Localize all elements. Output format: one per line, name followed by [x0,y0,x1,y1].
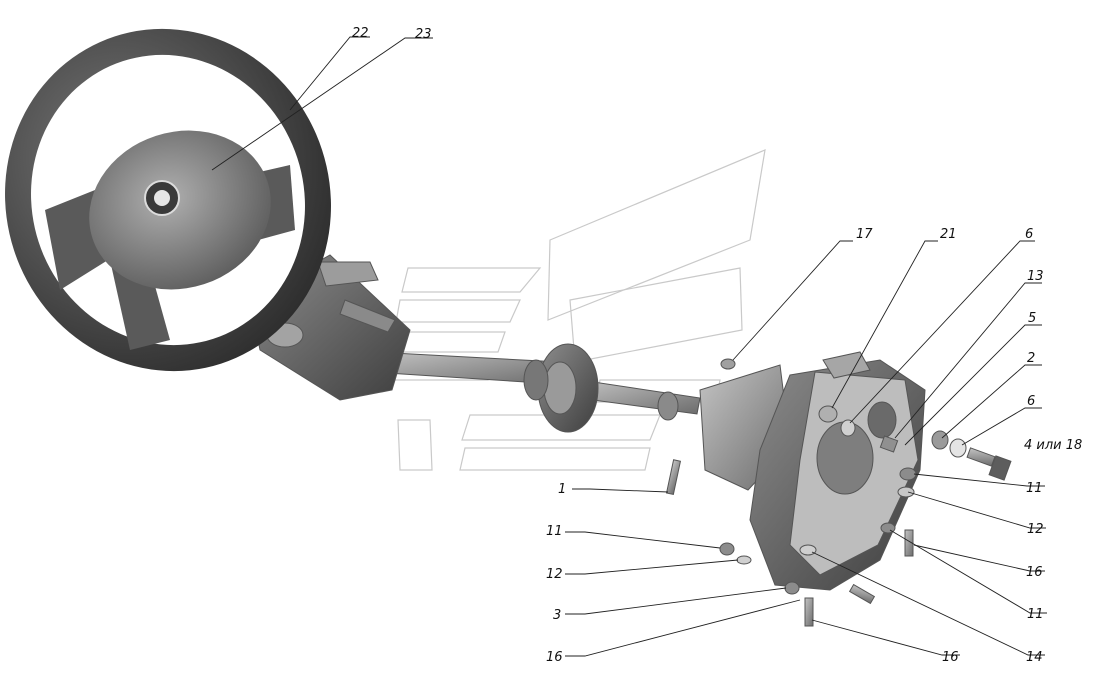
callout-6-top: 6 [1025,227,1033,242]
bolt-16-right [904,529,914,557]
washer-12-left [736,555,752,565]
bushing-21 [818,405,838,423]
callout-4-or-18: 4 или 18 [1024,438,1082,453]
nut-11-left [719,542,735,556]
callout-22: 22 [352,26,369,41]
bolt-4-18 [966,447,996,467]
bolt-16-bottom-left [804,597,814,627]
nut-17 [720,358,736,370]
callout-17: 17 [856,227,873,242]
callout-16-bottom-right: 16 [942,650,959,665]
callout-21: 21 [940,227,957,242]
nut-3 [784,581,800,595]
bolt-1 [665,459,682,496]
callout-6-right: 6 [1027,394,1035,409]
steering-gear-housing [699,351,926,591]
callout-5: 5 [1028,311,1036,326]
callout-11-right-top: 11 [1026,481,1043,496]
callout-2: 2 [1027,351,1035,366]
washer-6-outer [949,438,967,458]
callout-13: 13 [1027,269,1044,284]
fasteners [665,358,1012,627]
callout-16-left: 16 [546,650,563,665]
bolt-4-18-head [988,455,1012,481]
callout-11-left: 11 [546,524,563,539]
leader-lines [211,36,1047,657]
bushing-5 [879,435,899,453]
nut-11-top [899,467,917,481]
callout-3: 3 [553,608,561,623]
steering-shaft [371,343,701,433]
bushing-2 [931,430,949,450]
callout-14: 14 [1026,650,1043,665]
washer-14 [799,544,817,556]
washer-12-top [897,486,915,498]
washer-6-inner [840,419,856,437]
callout-12-right: 12 [1027,522,1044,537]
callout-23: 23 [415,27,432,42]
airbag-hub [89,130,271,290]
callout-12-left: 12 [546,567,563,582]
callout-1: 1 [558,482,566,497]
callout-11-right-bottom: 11 [1027,607,1044,622]
bolt-16-bottom-right [848,583,876,605]
callout-16-right: 16 [1026,565,1043,580]
